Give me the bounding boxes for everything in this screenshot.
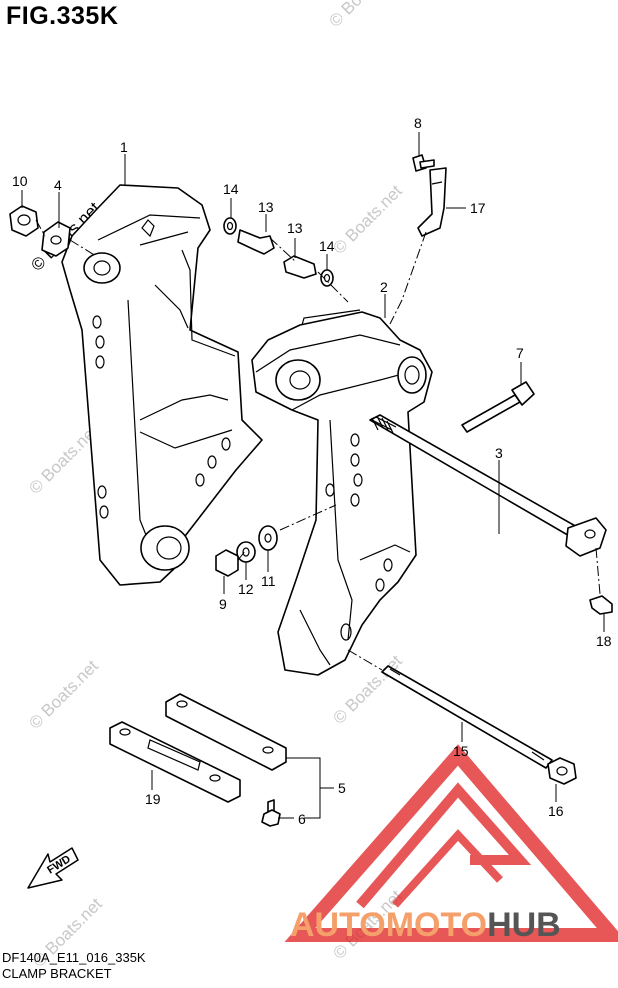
nut-16 (547, 757, 577, 785)
clamp-bracket-right (251, 309, 433, 676)
bolt-6 (261, 799, 281, 827)
brand-logo-icon (284, 744, 618, 942)
callout-7: 7 (516, 345, 524, 361)
washer-14-b (320, 269, 334, 287)
plate-4 (41, 221, 71, 257)
brand-part2: HUB (487, 906, 561, 944)
callout-12: 12 (238, 581, 254, 597)
callout-9: 9 (219, 596, 227, 612)
figure-title: FIG.335K (6, 2, 119, 30)
callout-3: 3 (495, 445, 503, 461)
rod-15 (381, 665, 553, 769)
callout-6: 6 (298, 811, 306, 827)
callout-4: 4 (54, 177, 62, 193)
washer-11 (258, 525, 278, 551)
bolt-7 (461, 381, 535, 433)
callout-18: 18 (596, 633, 612, 649)
nut-9 (215, 549, 239, 577)
svg-text:AUTOMOTOHUB: AUTOMOTOHUB (290, 906, 561, 944)
watermark-text: © Boats.net (325, 0, 402, 31)
brand-wordmark: AUTOMOTOHUB (290, 906, 561, 944)
callout-19: 19 (145, 791, 161, 807)
callout-11: 11 (261, 573, 276, 589)
bolt-8 (412, 154, 435, 172)
bolt-18 (589, 595, 613, 615)
callout-5: 5 (338, 780, 346, 796)
callout-13b: 13 (287, 220, 303, 236)
fwd-arrow-icon: FWD (27, 847, 79, 889)
callouts: 1 2 3 4 5 6 7 8 9 10 11 12 13 13 14 14 1… (12, 115, 612, 827)
nut-10 (9, 205, 39, 237)
callout-15: 15 (453, 743, 469, 759)
callout-17: 17 (470, 200, 486, 216)
leader-lines (21, 132, 605, 819)
plate-5 (165, 693, 287, 771)
washer-12 (236, 541, 256, 563)
callout-10: 10 (12, 173, 28, 189)
figure-code: DF140A_E11_016_335K (2, 950, 146, 965)
watermark-text: © Boats.net (25, 656, 102, 733)
alignment-lines (35, 219, 601, 671)
tilt-tube (369, 414, 607, 557)
clamp-bracket-left (61, 184, 263, 586)
bolt-13-a (237, 229, 275, 255)
callout-8: 8 (414, 115, 422, 131)
callout-2: 2 (380, 279, 388, 295)
brand-part1: AUTOMOTO (290, 906, 487, 944)
washer-14-a (223, 217, 237, 235)
plate-19 (109, 721, 241, 803)
figure-name: CLAMP BRACKET (2, 966, 112, 981)
clip-17 (417, 167, 447, 237)
callout-14a: 14 (223, 181, 239, 197)
bolt-13-b (283, 255, 317, 279)
callout-13a: 13 (258, 199, 274, 215)
callout-14b: 14 (319, 238, 335, 254)
watermark-text: © Boats.net (329, 181, 406, 258)
callout-1: 1 (120, 139, 128, 155)
callout-16: 16 (548, 803, 564, 819)
